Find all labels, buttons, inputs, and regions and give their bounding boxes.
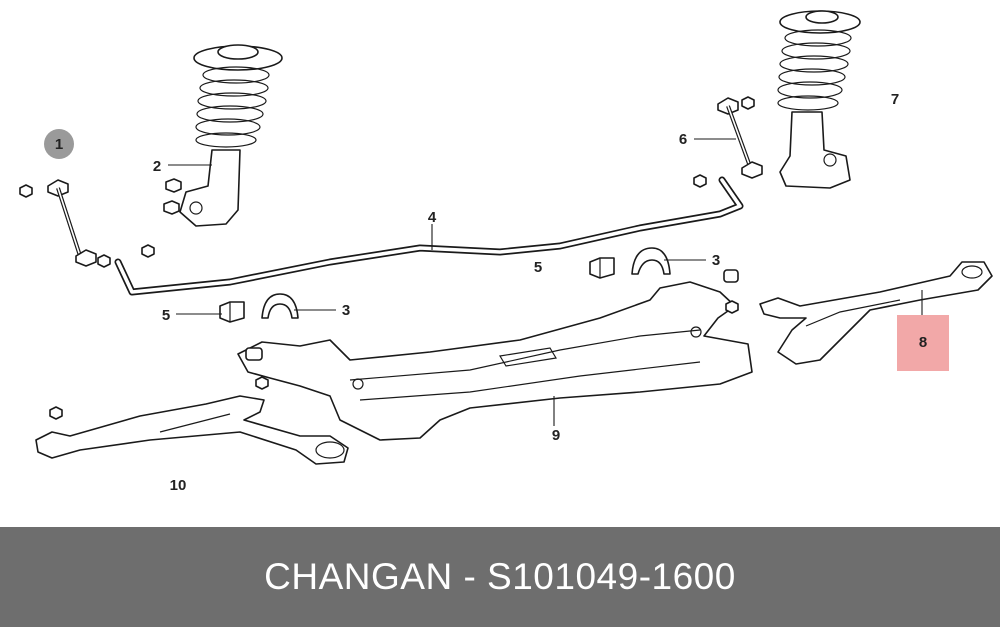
left-strut [179,44,283,227]
callout-1: 1 [55,136,63,153]
right-stabilizer-link [693,96,763,188]
left-stabilizer-link [19,179,111,268]
left-control-arm [35,395,349,465]
callout-4: 4 [428,209,437,226]
callout-6: 6 [679,131,687,148]
small-bolt [141,244,155,258]
callout-5-left: 5 [162,307,170,324]
callout-5-right: 5 [534,259,542,276]
right-control-arm [759,261,993,365]
right-strut [777,10,861,189]
left-strut-nuts [163,178,182,215]
left-clamp [261,293,299,319]
callout-10: 10 [170,477,187,494]
stabilizer-bar [114,176,744,296]
callout-3-right: 3 [712,252,720,269]
right-bushing [589,257,615,279]
part-number-banner: CHANGAN - S101049-1600 [0,527,1000,627]
left-bushing [219,301,245,323]
subframe [237,269,753,441]
callout-8: 8 [919,334,927,351]
highlight-box [897,315,949,371]
callout-7: 7 [891,91,899,108]
leader-lines [168,138,923,426]
suspension-exploded-diagram: 1 2 3 3 4 5 5 6 7 8 9 10 [19,10,993,494]
callout-3-left: 3 [342,302,350,319]
callout-9: 9 [552,427,560,444]
callout-2: 2 [153,158,161,175]
part-number-text: CHANGAN - S101049-1600 [264,556,736,597]
right-clamp [631,247,671,275]
callout-1-badge [44,129,74,159]
